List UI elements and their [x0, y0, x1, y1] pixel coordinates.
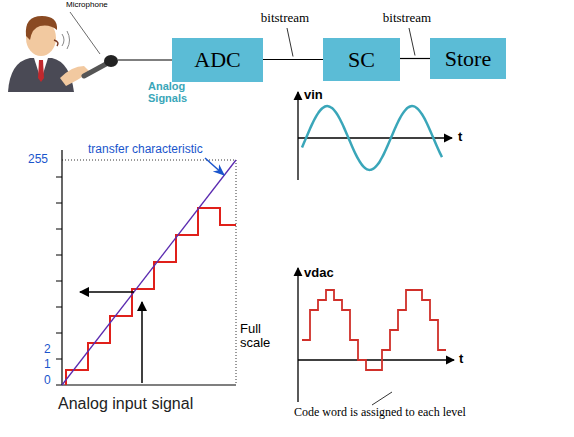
axis-value: 1 [44, 358, 51, 371]
process-box: ADC [172, 38, 263, 82]
signal-label: Analog Signals [148, 80, 210, 104]
vin-graph [298, 92, 452, 180]
edge-label: bitstream [259, 10, 311, 26]
edge-label: bitstream [381, 10, 433, 26]
part-label: Microphone [66, 1, 108, 10]
bitstream-wire [400, 58, 430, 59]
speaker-figure [8, 16, 90, 92]
axis-note: Full scale [240, 322, 280, 351]
box-label: Store [445, 46, 491, 72]
box-label: SC [348, 47, 375, 73]
axis-value: 0 [44, 374, 51, 387]
signal-wire [118, 59, 172, 60]
axis-title: vdac [304, 266, 334, 280]
label-leader [409, 28, 415, 56]
vdac-graph [298, 268, 454, 405]
bitstream-wire [263, 59, 323, 60]
label-leader [287, 28, 293, 57]
transfer-graph [56, 150, 236, 385]
box-label: ADC [194, 47, 240, 73]
axis-title: t [459, 352, 463, 366]
curve-label: transfer characteristic [88, 143, 203, 156]
axis-value: 255 [28, 153, 48, 166]
note: Code word is assigned to each level [294, 406, 466, 419]
process-box: Store [430, 38, 506, 79]
process-box: SC [323, 38, 400, 81]
axis-title: vin [304, 88, 323, 102]
axis-title: t [458, 130, 462, 144]
axis-title: Analog input signal [58, 395, 193, 413]
axis-value: 2 [44, 343, 51, 356]
microphone-symbol [70, 12, 118, 76]
